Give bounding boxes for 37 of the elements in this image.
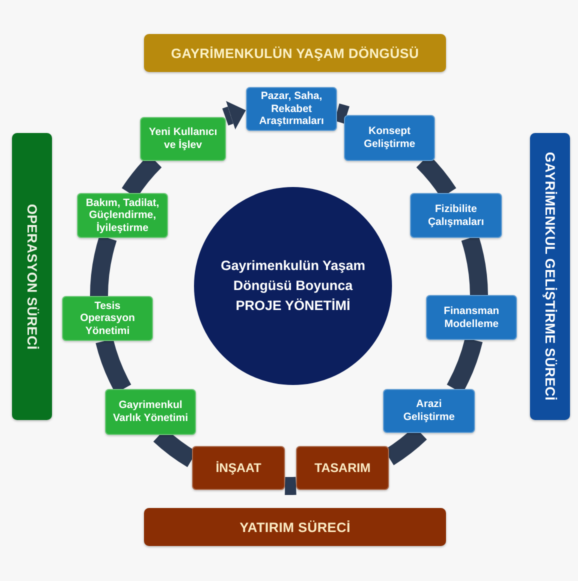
step-label: İNŞAAT xyxy=(216,460,262,476)
step-label: Gayrimenkul Varlık Yönetimi xyxy=(112,399,189,425)
step-box xyxy=(192,446,285,490)
step-label: Arazi Geliştirme xyxy=(402,398,456,424)
step-box xyxy=(77,193,168,238)
step-box xyxy=(246,87,337,131)
step-box xyxy=(296,446,389,490)
phase-bar xyxy=(12,133,52,420)
step-label: Yeni Kullanıcı ve İşlev xyxy=(148,126,218,152)
heading-banner xyxy=(144,508,446,546)
step-label: Tesis Operasyon Yönetimi xyxy=(79,300,136,338)
step-box xyxy=(105,389,196,435)
cycle-line xyxy=(461,236,488,296)
cycle-line xyxy=(90,236,117,296)
banner-title: GAYRİMENKULÜN YAŞAM DÖNGÜSÜ xyxy=(171,46,419,60)
step-label: TASARIM xyxy=(314,460,370,476)
step-label: Pazar, Saha, Rekabet Araştırmaları xyxy=(258,90,325,128)
step-box xyxy=(410,193,502,238)
center-label: Gayrimenkulün Yaşam Döngüsü Boyunca xyxy=(220,256,366,295)
phase-label: OPERASYON SÜRECİ xyxy=(24,204,40,350)
step-label: Finansman Modelleme xyxy=(442,304,500,330)
step-box xyxy=(62,296,153,341)
step-box xyxy=(140,117,226,161)
cycle-line xyxy=(284,476,296,495)
cycle-line xyxy=(334,103,350,124)
step-label: Konsept Geliştirme xyxy=(362,125,416,151)
step-box xyxy=(383,389,475,433)
phase-label: GAYRİMENKUL GELİŞTİRME SÜRECİ xyxy=(542,152,558,401)
center-label: PROJE YÖNETİMİ xyxy=(236,297,350,316)
banner-title: YATIRIM SÜRECİ xyxy=(240,520,350,534)
step-box xyxy=(344,115,435,161)
step-label: Bakım, Tadilat, Güçlendirme, İyileştirme xyxy=(84,196,160,234)
step-label: Fizibilite Çalışmaları xyxy=(426,202,486,228)
heading-banner xyxy=(144,34,446,72)
step-box xyxy=(426,295,517,340)
phase-bar xyxy=(530,133,570,420)
cycle-arrow xyxy=(222,100,246,130)
